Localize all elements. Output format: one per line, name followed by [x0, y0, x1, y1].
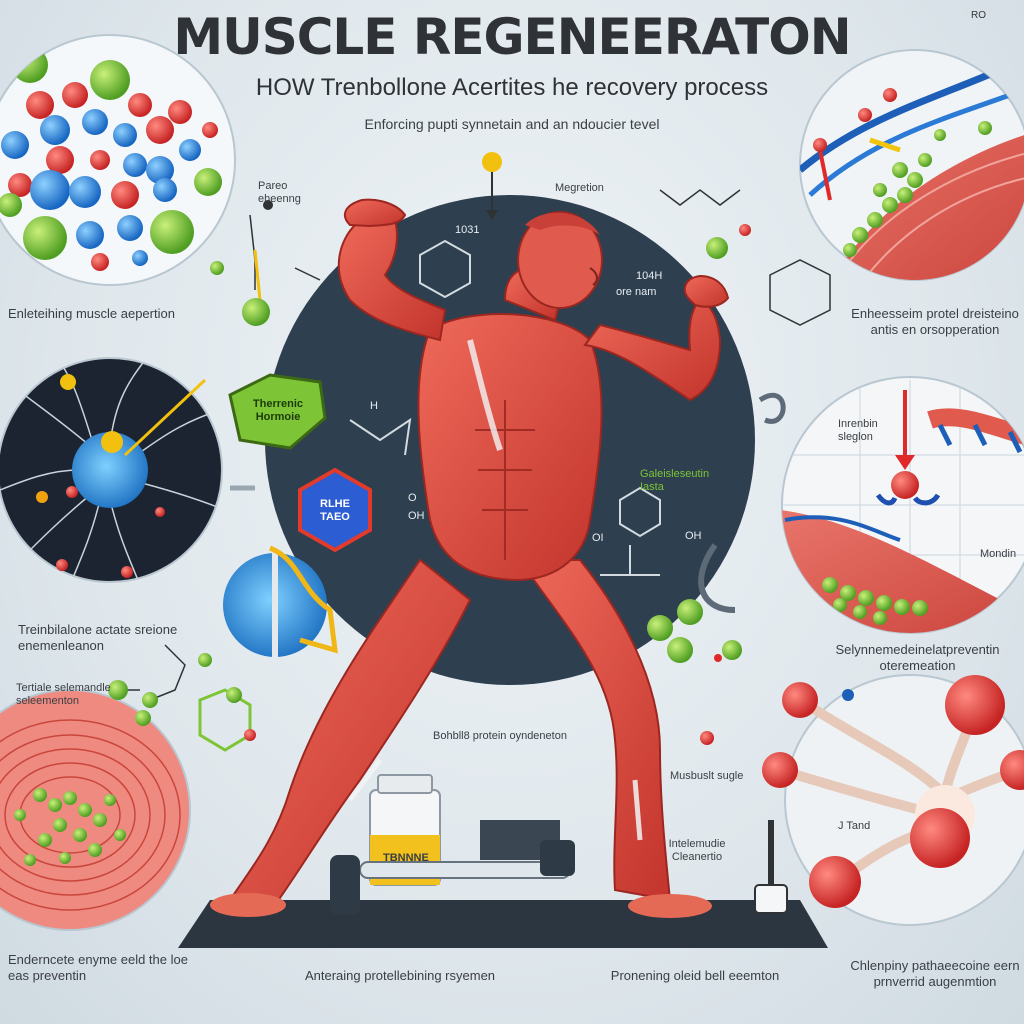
molecule-chain-left-atoms [108, 653, 256, 741]
label-intramuscle: Intelemudie Cleanertio [668, 838, 726, 864]
label-small-note: Pareo eheenng [258, 180, 301, 206]
blue-sphere-cutaway [223, 545, 338, 657]
syringe [330, 820, 575, 915]
mol-h: H [370, 400, 378, 412]
fiber-inset-top-right [799, 49, 1024, 281]
arrow-right-1 [758, 392, 786, 424]
hex-badge [298, 467, 372, 553]
hormone-badge [228, 373, 327, 450]
caption-bottom-right: Chlenpiny pathaeecoine eern prnverrid au… [850, 958, 1020, 989]
label-magnetation: Megretion [555, 182, 604, 194]
hexagon-molecule-2 [600, 486, 661, 576]
fiber-inset-mid-right [781, 376, 1024, 634]
caption-bottom-center: Anteraing protellebining rsyemen [304, 968, 496, 983]
mol-1031: 1031 [455, 224, 480, 236]
page-tagline: Enforcing pupti synnetain and an ndoucie… [364, 116, 660, 132]
caption-top-left: Enleteihing muscle aepertion [8, 306, 175, 321]
hexagon-molecule-3 [349, 417, 412, 456]
caption-top-right: Enheesseim protel dreisteino antis en or… [851, 306, 1019, 337]
corner-tag: RO [971, 10, 986, 21]
arrow-top-left [294, 267, 321, 281]
mol-1048: 104H [636, 270, 663, 282]
molecule-top-left-small [210, 200, 273, 326]
caption-mid-left: Treinbilalone actate sreione enemenleano… [18, 622, 178, 653]
caption-right-mid: Selynnemedeinelatpreventin oteremeation [835, 642, 1000, 673]
muscular-figure [210, 198, 730, 918]
page-title: MUSCLE REGENEERATON [173, 8, 851, 66]
green-molecule-chain [647, 224, 751, 745]
arrow-right-2 [698, 543, 736, 613]
fiber-cross-section-bottom-left [0, 689, 191, 931]
caption-bottom-center-right: Pronening oleid bell eeemton [610, 968, 780, 983]
mol-oh2: OH [685, 530, 702, 542]
mol-o1: OI [592, 532, 604, 544]
label-hex-badge: RLHE TAEO [320, 498, 350, 524]
label-protein-synthesis: Bohbll8 protein oyndeneton [433, 730, 567, 742]
label-right-small-top: Inrenbin sleglon [838, 418, 878, 444]
page-subtitle: HOW Trenbollone Acertites he recovery pr… [255, 74, 769, 101]
mol-oh: OH [408, 510, 425, 522]
cell-network-bottom-right [762, 674, 1024, 926]
cell-inset-mid-left [0, 357, 223, 583]
molecule-top-center [482, 152, 502, 220]
molecule-top-right-chain [659, 189, 831, 326]
stand-tool [754, 820, 788, 914]
label-hormone-badge: Therrenic Hormoie [252, 398, 304, 424]
label-muscle-bulge: Musbuslt sugle [670, 770, 744, 782]
mol-o: O [408, 492, 417, 504]
label-bottle: TBNNNE [383, 852, 429, 864]
caption-bottom-left: Enderncete enyme eeld the loe eas preven… [8, 952, 188, 983]
label-fiber: J Tand [838, 820, 871, 832]
molecule-cluster-top-left [0, 34, 236, 286]
label-green: Galeisleseutin Iasta [640, 468, 710, 494]
caption-mid-left-small: Tertiale selemandle seleementon [16, 682, 111, 708]
hexagon-molecule-1 [419, 239, 471, 299]
label-right-side: Mondin [980, 548, 1017, 560]
mol-text-right: ore nam [616, 286, 657, 298]
